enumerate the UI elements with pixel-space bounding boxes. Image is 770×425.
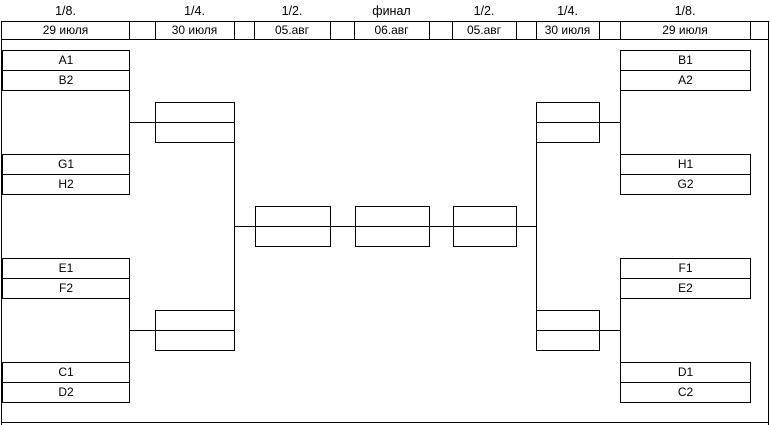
right-r16-slot: C2 (620, 382, 751, 403)
right-r16-slot: F1 (620, 258, 751, 279)
round-right-sf: 1/2. (473, 4, 495, 18)
date-right-sf: 05.авг (466, 23, 502, 37)
left-r16-slot: G1 (2, 154, 130, 175)
date-left-qf: 30 июля (171, 23, 218, 37)
left-r16-slot: H2 (2, 174, 130, 195)
left-r16-slot: F2 (2, 278, 130, 299)
left-sf-slot (255, 206, 331, 247)
right-qf-bottom-slot (536, 310, 600, 351)
left-r16-slot: C1 (2, 362, 130, 383)
round-left-qf: 1/4. (184, 4, 205, 18)
round-left-sf: 1/2. (281, 4, 303, 18)
right-r16-slot: B1 (620, 50, 751, 71)
final-slot (355, 206, 430, 247)
left-r16-slot: D2 (2, 382, 130, 403)
round-right-qf: 1/4. (557, 4, 578, 18)
date-final: 06.авг (374, 23, 409, 37)
round-right-r16: 1/8. (674, 4, 696, 18)
left-r16-slot: A1 (2, 50, 130, 71)
round-final: финал (372, 4, 411, 18)
right-sf-slot (453, 206, 517, 247)
right-r16-slot: G2 (620, 174, 751, 195)
date-right-r16: 29 июля (662, 23, 708, 37)
round-left-r16: 1/8. (55, 4, 76, 18)
right-r16-slot: H1 (620, 154, 751, 175)
date-left-r16: 29 июля (42, 23, 89, 37)
date-right-qf: 30 июля (544, 23, 591, 37)
left-qf-bottom-slot (155, 310, 235, 351)
left-r16-slot: B2 (2, 70, 130, 91)
left-r16-slot: E1 (2, 258, 130, 279)
right-r16-slot: A2 (620, 70, 751, 91)
right-r16-slot: E2 (620, 278, 751, 299)
right-r16-slot: D1 (620, 362, 751, 383)
left-qf-top-slot (155, 102, 235, 143)
right-qf-top-slot (536, 102, 600, 143)
date-left-sf: 05.авг (274, 23, 310, 37)
